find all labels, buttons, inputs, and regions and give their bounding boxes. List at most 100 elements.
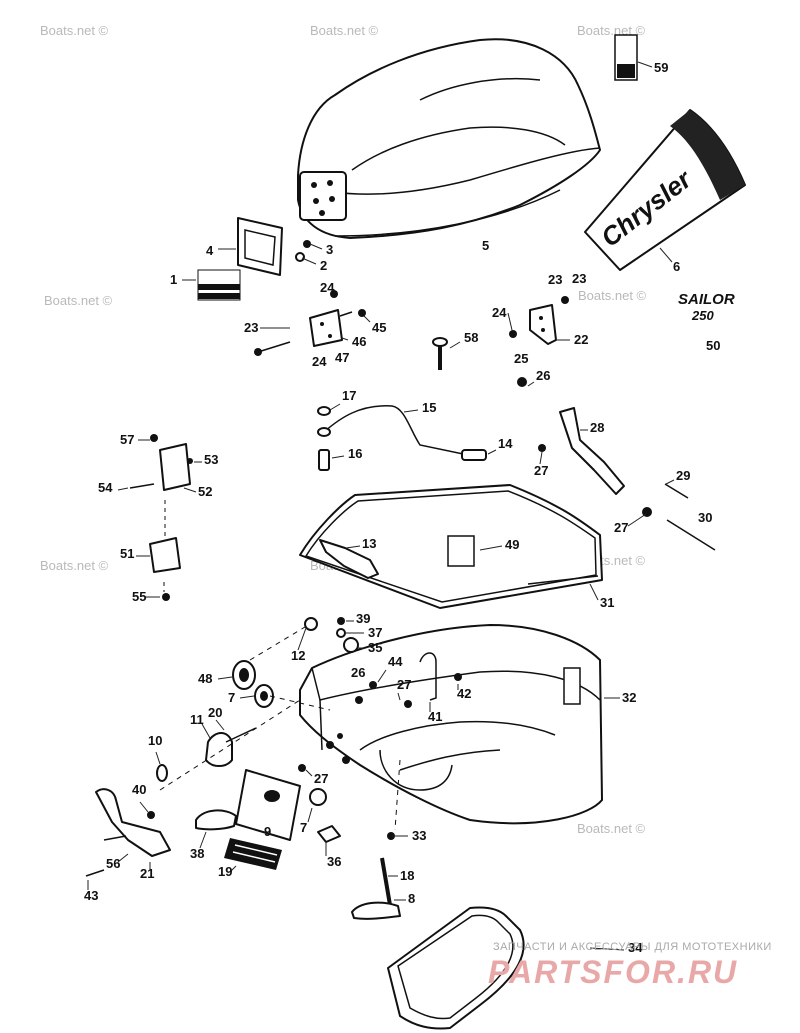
callout-leader (117, 487, 129, 491)
callout-label: 27 (397, 677, 411, 692)
grommet-small (254, 684, 274, 708)
callout-label: 23 (548, 272, 562, 287)
callout-leader (341, 337, 349, 341)
callout-label: 40 (132, 782, 146, 797)
callout-leader (659, 247, 673, 263)
callout-leader (183, 487, 197, 493)
callout-label: 10 (148, 733, 162, 748)
callout-leader (665, 479, 675, 485)
callout-leader (199, 831, 207, 849)
callout-leader (309, 243, 323, 250)
model-text-line1: SAILOR (678, 291, 735, 308)
callout-leader (539, 451, 543, 465)
callout-label: 41 (428, 709, 442, 724)
watermark: Boats.net © (578, 288, 647, 303)
callout-leader (305, 769, 313, 777)
callout-label: 26 (536, 368, 550, 383)
control-lever (351, 857, 401, 920)
assembly-lines (159, 582, 401, 831)
callout-label: 59 (654, 60, 668, 75)
grommet (232, 660, 256, 690)
callout-label: 46 (352, 334, 366, 349)
callout-leader (403, 409, 419, 413)
callout-label: 14 (498, 436, 513, 451)
mount-bracket (129, 434, 193, 601)
callout-leader (449, 341, 461, 349)
callout-label: 8 (408, 891, 415, 906)
decal-small (614, 34, 638, 81)
cowl-seal (299, 484, 603, 609)
callout-label: 21 (140, 866, 154, 881)
watermark: Boats.net © (310, 23, 379, 38)
callout-leader (363, 315, 371, 323)
chrysler-decal: Chrysler (584, 109, 746, 271)
callout-label: 57 (120, 432, 134, 447)
callout-label: 27 (534, 463, 548, 478)
callout-leader (201, 723, 211, 739)
callout-label: 48 (198, 671, 212, 686)
callout-leader (217, 676, 233, 680)
callout-leader (155, 751, 161, 765)
callout-label: 7 (228, 690, 235, 705)
model-decal: SAILOR 250 (678, 291, 735, 323)
callout-label: 6 (673, 259, 680, 274)
callout-label: 32 (622, 690, 636, 705)
callout-label: 33 (412, 828, 426, 843)
latch-plate (237, 217, 283, 276)
callout-label: 38 (190, 846, 204, 861)
callout-label: 39 (356, 611, 370, 626)
callout-label: 31 (600, 595, 614, 610)
watermark: Boats.net © (40, 23, 109, 38)
callout-label: 2 (320, 258, 327, 273)
callout-leader (229, 865, 237, 873)
callout-label: 4 (206, 243, 214, 258)
callout-leader (479, 545, 503, 551)
callout-label: 11 (190, 712, 204, 727)
callout-label: 7 (300, 820, 307, 835)
callout-label: 12 (291, 648, 305, 663)
callout-label: 45 (372, 320, 386, 335)
throttle-bracket (85, 788, 171, 877)
choke-knob (156, 727, 257, 782)
callout-label: 15 (422, 400, 436, 415)
warning-decal (235, 769, 301, 841)
latch-bracket (254, 290, 366, 356)
callout-leader (589, 583, 599, 601)
callout-leader (345, 545, 361, 549)
site-logo: PARTSFOR.RU (488, 954, 739, 990)
callout-label: 25 (514, 351, 528, 366)
callout-label: 28 (590, 420, 604, 435)
callout-label: 22 (574, 332, 588, 347)
site-caption: ЗАПЧАСТИ И АКСЕССУАРЫ ДЛЯ МОТОТЕХНИКИ (493, 941, 772, 953)
watermark: Boats.net © (44, 293, 113, 308)
callout-label: 44 (388, 654, 403, 669)
callout-leader (589, 947, 625, 951)
callout-leader (307, 807, 313, 823)
callout-label: 5 (482, 238, 489, 253)
watermark: Boats.net © (40, 558, 109, 573)
callout-label: 43 (84, 888, 98, 903)
callout-label: 47 (335, 350, 349, 365)
callout-label: 27 (314, 771, 328, 786)
callout-label: 50 (706, 338, 720, 353)
striped-decal (224, 838, 282, 870)
callout-label: 27 (614, 520, 628, 535)
model-text-line2: 250 (691, 308, 714, 323)
connector (317, 825, 395, 843)
callout-label: 55 (132, 589, 146, 604)
callout-label: 1 (170, 272, 177, 287)
callout-leader (507, 312, 513, 331)
callout-leader (627, 513, 647, 527)
callout-leader (637, 61, 653, 68)
callout-label: 54 (98, 480, 113, 495)
callout-leader (377, 669, 387, 683)
decal-striped (197, 269, 241, 301)
lower-cowl-pan (299, 624, 603, 825)
callout-label: 24 (492, 305, 507, 320)
callout-label: 56 (106, 856, 120, 871)
callout-label: 58 (464, 330, 478, 345)
callout-label: 17 (342, 388, 356, 403)
callout-leader (215, 719, 225, 731)
